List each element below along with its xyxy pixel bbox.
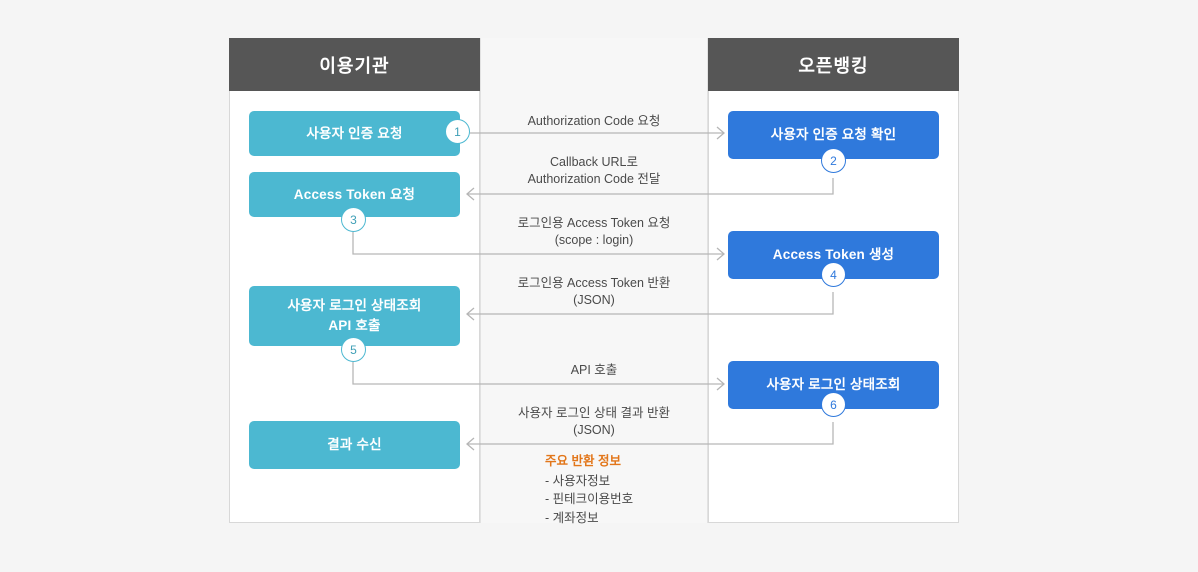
note-item-user-info: - 사용자정보	[545, 473, 611, 488]
message-callback-url-deliver: Callback URL로 Authorization Code 전달	[480, 154, 708, 188]
return-info-note: 주요 반환 정보 - 사용자정보 - 핀테크이용번호 - 계좌정보	[545, 452, 633, 527]
node-result-received[interactable]: 결과 수신	[249, 421, 460, 469]
message-line1: API 호출	[570, 363, 618, 377]
node-label: Access Token 요청	[293, 186, 416, 202]
step-badge-4: 4	[821, 262, 846, 287]
node-label: 사용자 로그인 상태조회 API 호출	[287, 296, 421, 336]
node-label: 결과 수신	[327, 437, 382, 452]
node-label: 사용자 인증 요청	[306, 125, 403, 141]
message-line2: Authorization Code 전달	[527, 172, 661, 186]
step-badge-3: 3	[341, 207, 366, 232]
message-login-token-request: 로그인용 Access Token 요청 (scope : login)	[480, 215, 708, 249]
message-line2: (JSON)	[573, 293, 615, 307]
node-label: Access Token 생성	[772, 247, 895, 262]
note-item-account-info: - 계좌정보	[545, 510, 599, 525]
message-line2: (JSON)	[573, 423, 615, 437]
lane-title-open-banking: 오픈뱅킹	[708, 38, 959, 91]
node-login-status-api-call[interactable]: 사용자 로그인 상태조회 API 호출	[249, 286, 460, 346]
step-badge-5: 5	[341, 337, 366, 362]
step-badge-2: 2	[821, 148, 846, 173]
node-login-status-lookup[interactable]: 사용자 로그인 상태조회	[728, 361, 939, 409]
node-user-auth-request[interactable]: 사용자 인증 요청	[249, 111, 460, 156]
message-authorization-code-request: Authorization Code 요청	[480, 113, 708, 130]
node-label: 사용자 로그인 상태조회	[766, 377, 901, 392]
note-item-fintech-number: - 핀테크이용번호	[545, 492, 634, 506]
note-title: 주요 반환 정보	[545, 454, 621, 468]
lane-title-user-org: 이용기관	[229, 38, 480, 91]
step-badge-1: 1	[445, 119, 470, 144]
step-badge-6: 6	[821, 392, 846, 417]
message-login-token-return: 로그인용 Access Token 반환 (JSON)	[480, 275, 708, 309]
message-api-call: API 호출	[480, 362, 708, 379]
message-login-status-result-return: 사용자 로그인 상태 결과 반환 (JSON)	[480, 405, 708, 439]
node-label-line1: 사용자 로그인 상태조회	[287, 298, 422, 313]
message-line1: 로그인용 Access Token 요청	[517, 216, 671, 230]
message-line1: 로그인용 Access Token 반환	[517, 276, 671, 290]
message-line1: Authorization Code 요청	[527, 114, 661, 128]
node-label: 사용자 인증 요청 확인	[770, 127, 897, 142]
message-line2: (scope : login)	[554, 233, 634, 247]
node-label-line2: API 호출	[328, 318, 381, 333]
message-line1: Callback URL로	[550, 155, 638, 169]
message-line1: 사용자 로그인 상태 결과 반환	[518, 406, 670, 420]
